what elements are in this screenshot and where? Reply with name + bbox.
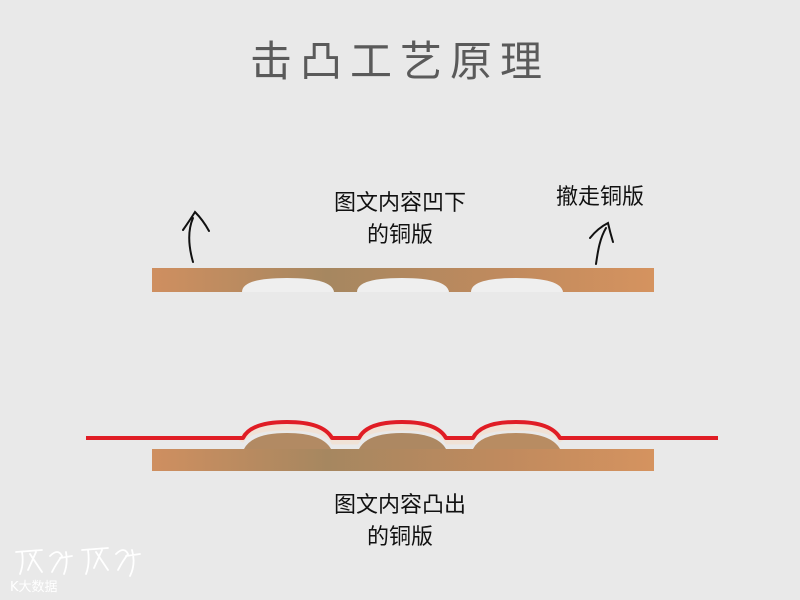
paper-line xyxy=(86,420,718,440)
recess-2 xyxy=(357,278,449,292)
recess-1 xyxy=(242,278,334,292)
paper-highlight xyxy=(236,423,566,445)
embossed-paper xyxy=(86,420,718,445)
bump-2 xyxy=(359,433,446,449)
logo-watermark: K大数据 xyxy=(10,580,58,595)
recessed-plate-label-line2: 的铜版 xyxy=(366,223,433,248)
raised-plate-label-line1: 图文内容凸出 xyxy=(333,493,466,518)
raised-plate-label: 图文内容凸出 的铜版 xyxy=(290,490,510,554)
signature-watermark xyxy=(15,547,141,577)
arrow-up-right-icon xyxy=(589,221,614,265)
recessed-plate-label-line1: 图文内容凹下 xyxy=(333,191,466,216)
recess-3 xyxy=(471,278,563,292)
remove-plate-label: 撤走铜版 xyxy=(555,185,644,210)
raised-copper-plate xyxy=(152,433,654,471)
raised-plate-label-line2: 的铜版 xyxy=(366,525,433,550)
bump-1 xyxy=(244,433,331,449)
recessed-plate-label: 图文内容凹下 的铜版 xyxy=(290,188,510,252)
bump-3 xyxy=(473,433,560,449)
page-title: 击凸工艺原理 xyxy=(249,37,550,86)
recessed-copper-plate xyxy=(152,268,654,292)
arrow-up-left-icon xyxy=(182,210,210,263)
